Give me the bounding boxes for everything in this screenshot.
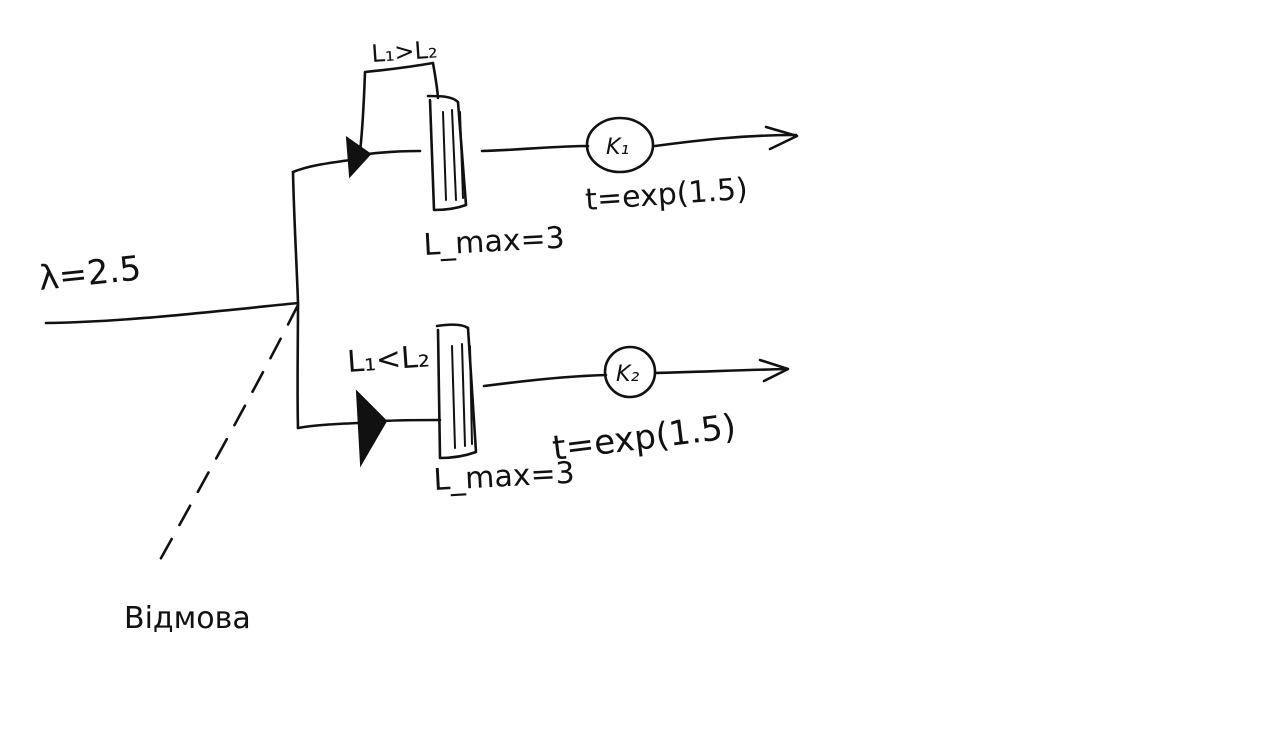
top-arrow-to-queue: [366, 149, 422, 156]
bottom-queue-to-server-line: [482, 373, 608, 388]
arrival-rate-label: λ=2.5: [37, 248, 143, 299]
bottom-output-arrow: [654, 367, 789, 375]
bottom-output-arrowhead-icon: [758, 358, 790, 383]
top-output-arrowhead-icon: [764, 125, 799, 151]
top-queue-slot-3: [459, 111, 464, 199]
top-output-arrow: [653, 133, 798, 148]
top-condition-label: L₁>L₂: [370, 35, 438, 68]
bottom-server-node: [603, 345, 657, 399]
bottom-queue-capacity-label: L_max=3: [433, 456, 576, 498]
top-server-node: [585, 116, 655, 174]
bottom-queue-slot-3: [469, 345, 473, 445]
top-queue-slot-2: [451, 109, 457, 201]
split-trunk: [291, 170, 300, 430]
top-priority-arrow-icon: [345, 135, 372, 179]
bottom-server-label: K₂: [616, 362, 639, 387]
top-queue-capacity-label: L_max=3: [423, 221, 566, 263]
bottom-priority-arrow-icon: [355, 389, 388, 468]
rejection-dashed-line: [158, 303, 300, 562]
top-queue-to-server-line: [480, 144, 590, 153]
bottom-branch-line: [296, 421, 360, 430]
bottom-service-time-label: t=exp(1.5): [550, 407, 738, 469]
bottom-arrow-to-queue: [382, 418, 442, 423]
rejection-label: Відмова: [124, 601, 251, 636]
top-branch-line: [291, 158, 352, 174]
top-queue-slot-1: [442, 111, 447, 201]
bottom-queue-slot-2: [461, 343, 466, 447]
bottom-queue-buffer: [435, 323, 478, 460]
bottom-condition-label: L₁<L₂: [346, 339, 431, 380]
top-server-label: K₁: [606, 135, 629, 160]
top-condition-bracket: [358, 61, 440, 154]
top-queue-buffer: [426, 94, 468, 212]
bottom-queue-slot-1: [451, 345, 456, 449]
input-line: [44, 301, 300, 325]
top-service-time-label: t=exp(1.5): [584, 172, 749, 218]
